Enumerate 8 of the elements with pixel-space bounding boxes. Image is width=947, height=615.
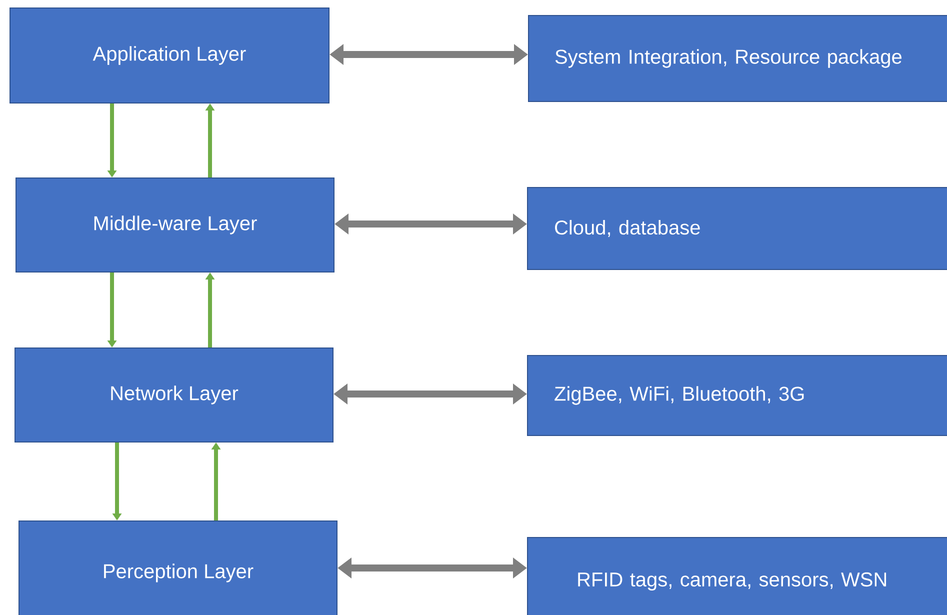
description-box: System Integration, Resource package	[528, 15, 947, 102]
layer-box: Perception Layer	[18, 520, 338, 615]
layer-box: Application Layer	[10, 8, 330, 104]
layer-box: Middle-ware Layer	[16, 178, 334, 272]
description-box: RFID tags, camera, sensors, WSN	[527, 536, 947, 615]
layer-box: Network Layer	[14, 348, 334, 442]
description-box: Cloud, database	[527, 187, 947, 270]
description-box: ZigBee, WiFi, Bluetooth, 3G	[527, 355, 947, 436]
